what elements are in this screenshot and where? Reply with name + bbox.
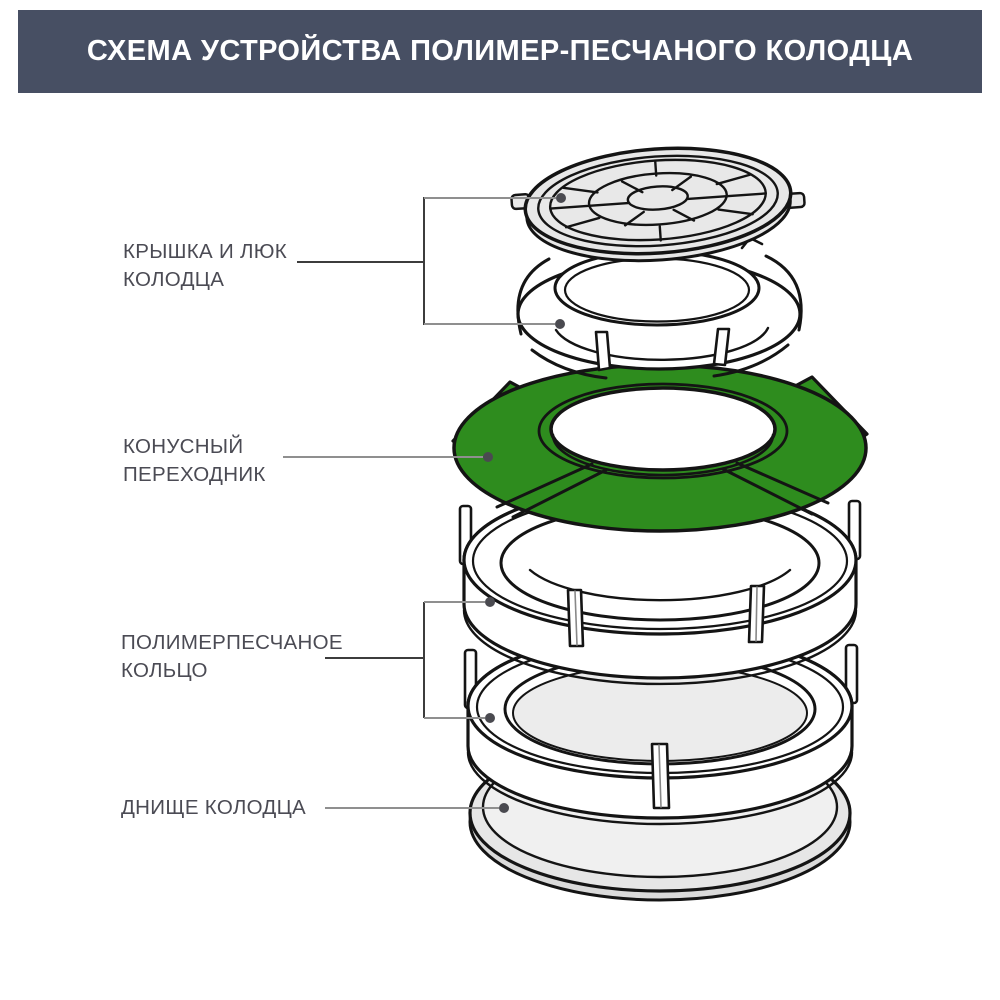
- label-well-bottom: ДНИЩЕ КОЛОДЦА: [121, 796, 307, 819]
- hatch-ring: [516, 236, 803, 380]
- label-cone-adapter: КОНУСНЫЙ ПЕРЕХОДНИК: [123, 435, 266, 486]
- manhole-cover: [510, 146, 806, 263]
- page-title: СХЕМА УСТРОЙСТВА ПОЛИМЕР-ПЕСЧАНОГО КОЛОД…: [86, 35, 914, 67]
- sand-ring-upper: [458, 484, 862, 686]
- leader-lines: [283, 193, 566, 813]
- title-bar: СХЕМА УСТРОЙСТВА ПОЛИМЕР-ПЕСЧАНОГО КОЛОД…: [18, 10, 982, 93]
- leader-dots: [483, 193, 566, 813]
- cone-adapter: [451, 363, 869, 533]
- label-cover-and-hatch: КРЫШКА И ЛЮК КОЛОДЦА: [123, 240, 287, 291]
- label-polymer-ring: ПОЛИМЕРПЕСЧАНОЕ КОЛЬЦО: [121, 631, 343, 682]
